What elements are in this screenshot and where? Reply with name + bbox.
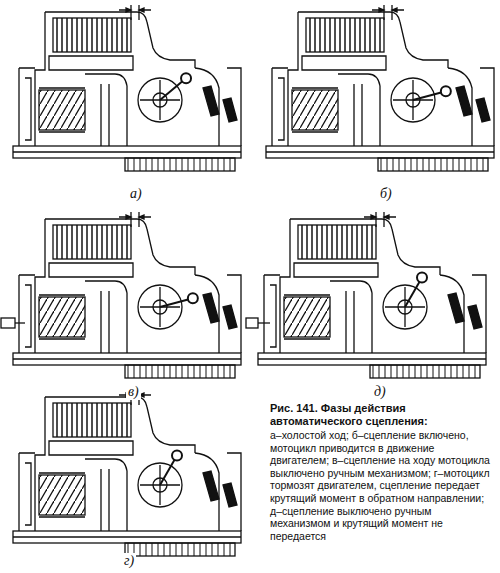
lever-roller (172, 451, 182, 461)
lever-roller (188, 293, 198, 303)
panel-letter: а) (128, 186, 144, 202)
lever-roller (181, 73, 191, 83)
panel-letter: б) (378, 186, 394, 202)
caption-block: Рис. 141. Фазы действия автоматического … (270, 402, 494, 542)
figure-title: Рис. 141. Фазы действия автоматического … (270, 402, 494, 428)
figure-caption: а–холостой ход; б–сцепление включено, мо… (270, 429, 494, 542)
panel-letter: г) (122, 553, 136, 569)
panel-letter: д) (372, 384, 388, 400)
panel-letter: в) (126, 384, 141, 400)
lever-roller (417, 273, 427, 283)
lever-roller (441, 86, 451, 96)
